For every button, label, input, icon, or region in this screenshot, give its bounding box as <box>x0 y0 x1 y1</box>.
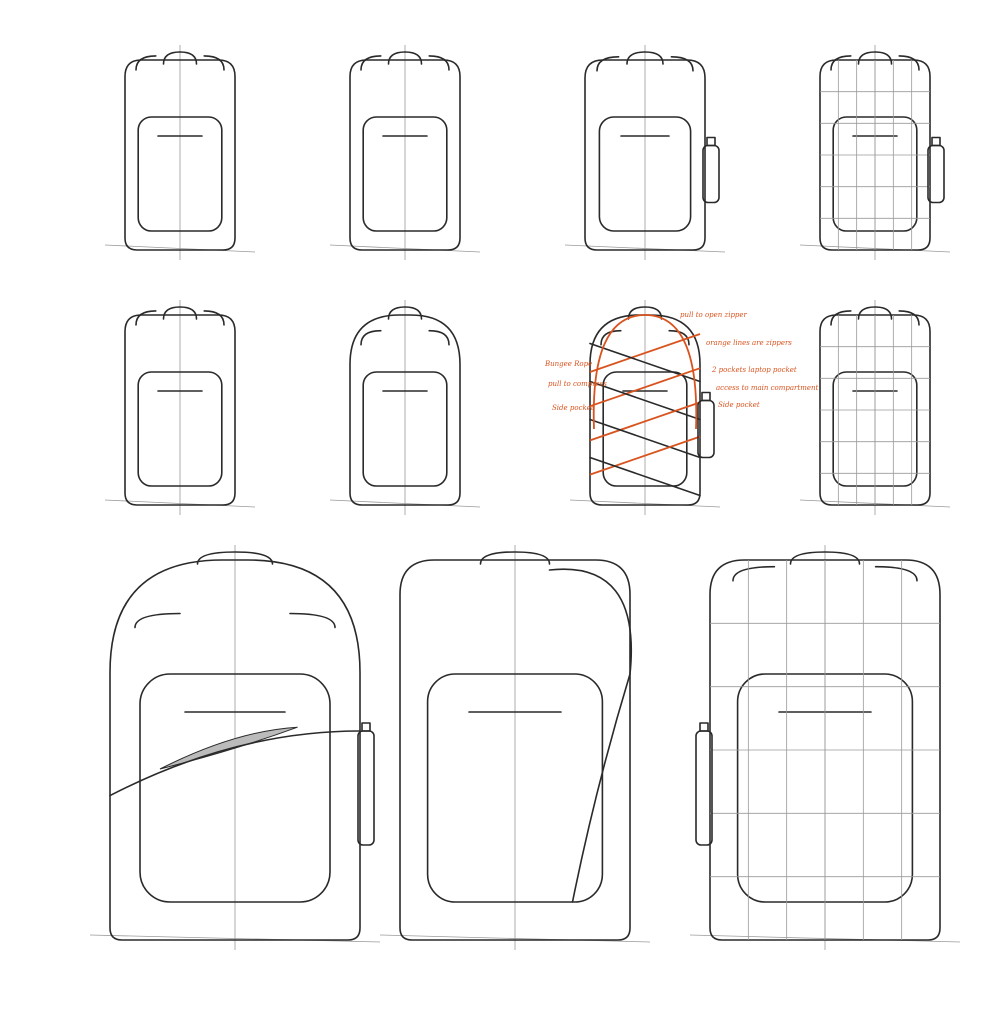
body-outline <box>349 59 461 251</box>
annotation-laptop: 2 pockets laptop pocket <box>711 366 797 374</box>
handle-icon <box>627 306 663 320</box>
annotation-pull-zipper: pull to open zipper <box>680 311 748 319</box>
backpack-sketch-11-back-panel <box>689 545 961 950</box>
backpack-sketch-9-open-zippers <box>89 545 381 950</box>
handle-icon <box>857 51 893 65</box>
handle-icon <box>626 51 664 65</box>
handle-icon <box>162 51 198 65</box>
backpack-sketch-1-rolltop <box>104 45 256 260</box>
annotation-access: access to main compartment <box>716 384 818 392</box>
annotation-compress: pull to compress <box>548 380 607 388</box>
body-outline <box>709 559 941 941</box>
body-outline <box>819 314 931 506</box>
body-outline <box>109 559 361 941</box>
handle-icon <box>387 306 423 320</box>
handle-icon <box>162 306 198 320</box>
backpack-sketch-2-rounded <box>329 45 481 260</box>
handle-icon <box>857 306 893 320</box>
handle-icon <box>479 551 551 565</box>
body-outline <box>399 559 631 941</box>
body-outline <box>819 59 931 251</box>
backpack-sketch-7-bungee <box>569 300 721 515</box>
body-outline <box>124 59 236 251</box>
handle-icon <box>387 51 423 65</box>
annotation-side-pocket-right: Side pocket <box>718 401 760 409</box>
backpack-sketch-6-dome <box>329 300 481 515</box>
body-outline <box>349 314 461 506</box>
annotation-orange-zippers: orange lines are zippers <box>706 339 792 347</box>
body-outline <box>589 314 701 506</box>
body-outline <box>124 314 236 506</box>
backpack-sketch-5-double-pocket <box>104 300 256 515</box>
backpack-sketch-3-sling-top <box>564 45 726 260</box>
handle-icon <box>196 551 274 565</box>
handle-icon <box>789 551 861 565</box>
backpack-sketch-4-diagonal-grid <box>799 45 951 260</box>
annotations: pull to open zipper orange lines are zip… <box>544 311 818 412</box>
backpack-sketch-10-side-profile <box>379 545 651 950</box>
annotation-bungee: Bungee Rope <box>544 360 592 368</box>
body-outline <box>584 59 706 251</box>
backpack-sketch-8-grid <box>799 300 951 515</box>
annotation-side-pocket-left: Side pocket <box>552 404 594 412</box>
